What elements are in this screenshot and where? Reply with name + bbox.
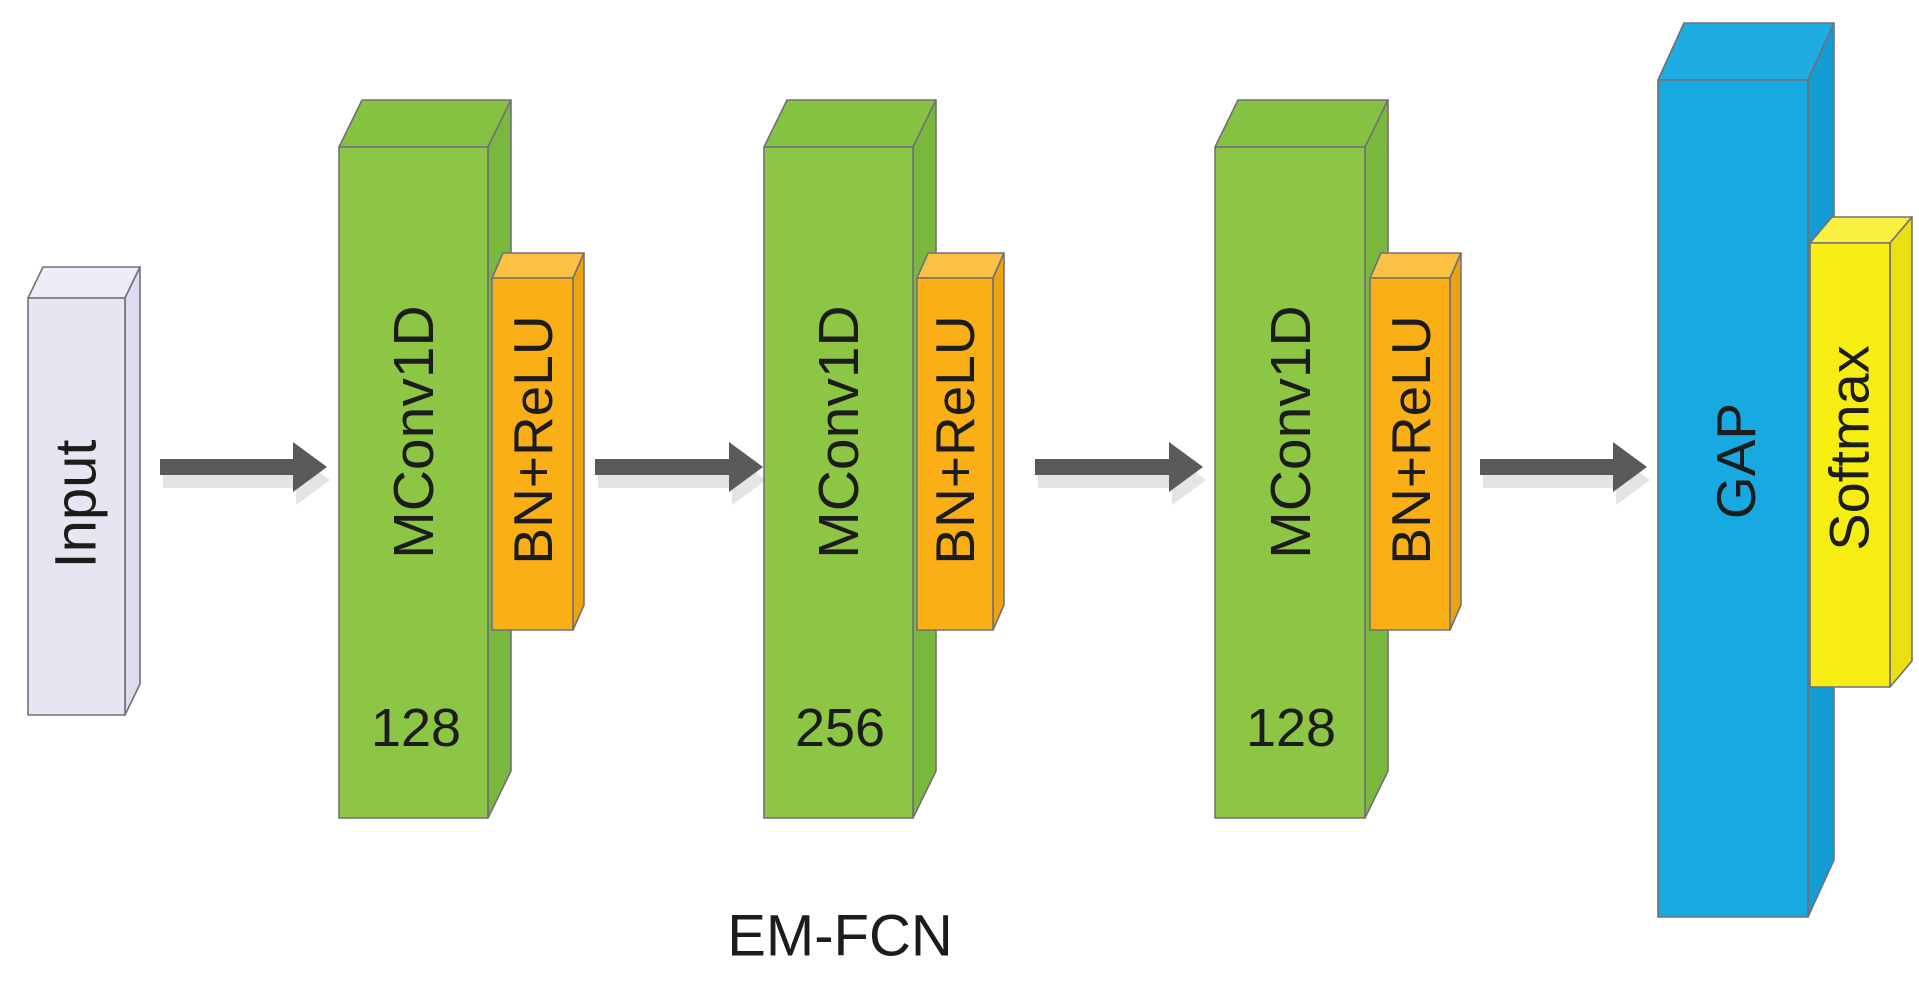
conv-block-2: MConv1D 256 [763, 99, 937, 819]
bn3-top-face [1369, 252, 1462, 279]
bn-relu-box-1: BN+ReLU [491, 252, 585, 631]
arrow-3 [1035, 442, 1206, 505]
input-box: Input [27, 266, 141, 716]
softmax-front-face [1809, 242, 1891, 688]
diagram-title: EM-FCN [727, 904, 953, 969]
arrow-4-shadow [1483, 455, 1650, 505]
conv-block-3: MConv1D 128 [1214, 99, 1389, 819]
gap-top-face [1657, 22, 1835, 81]
conv3-filters-label: 128 [1246, 698, 1336, 758]
gap-label: GAP [1705, 403, 1767, 519]
arrow-2-icon [595, 442, 763, 492]
bn-relu-box-3: BN+ReLU [1369, 252, 1462, 631]
arrow-1-shadow [163, 455, 330, 505]
bn3-side-face [1449, 252, 1462, 631]
bn2-label: BN+ReLU [924, 315, 986, 564]
bn1-label: BN+ReLU [502, 315, 564, 564]
conv1-front-face [338, 146, 489, 819]
conv2-label: MConv1D [807, 305, 871, 558]
conv1-filters-label: 128 [371, 698, 461, 758]
conv1-label: MConv1D [382, 305, 446, 558]
bn3-label: BN+ReLU [1380, 315, 1442, 564]
conv2-top-face [763, 99, 937, 148]
bn1-side-face [572, 252, 585, 631]
conv3-label: MConv1D [1259, 305, 1323, 558]
conv2-filters-label: 256 [795, 698, 885, 758]
arrow-2 [595, 442, 766, 505]
bn1-top-face [491, 252, 585, 279]
arrow-1-icon [160, 442, 327, 492]
softmax-side-face [1889, 216, 1913, 688]
bn2-side-face [992, 252, 1005, 631]
bn-relu-box-2: BN+ReLU [916, 252, 1005, 631]
conv2-front-face [763, 146, 914, 819]
arrow-2-shadow [598, 455, 766, 505]
arrow-3-icon [1035, 442, 1203, 492]
bn2-front-face [916, 277, 994, 631]
bn1-front-face [491, 277, 574, 631]
gap-front-face [1657, 79, 1809, 918]
arrow-4-icon [1480, 442, 1647, 492]
conv-block-1: MConv1D 128 [338, 99, 512, 819]
input-label: Input [44, 440, 109, 569]
softmax-label: Softmax [1818, 345, 1881, 550]
conv3-top-face [1214, 99, 1389, 148]
conv1-top-face [338, 99, 512, 148]
arrow-4 [1480, 442, 1650, 505]
input-box-front-face [27, 297, 126, 716]
gap-box: GAP [1657, 22, 1835, 918]
arrow-3-shadow [1038, 455, 1206, 505]
softmax-box: Softmax [1809, 216, 1913, 688]
arrow-1 [160, 442, 330, 505]
conv3-front-face [1214, 146, 1366, 819]
input-box-top-face [27, 266, 141, 299]
bn2-top-face [916, 252, 1005, 279]
bn3-front-face [1369, 277, 1451, 631]
input-box-side-face [124, 266, 141, 716]
